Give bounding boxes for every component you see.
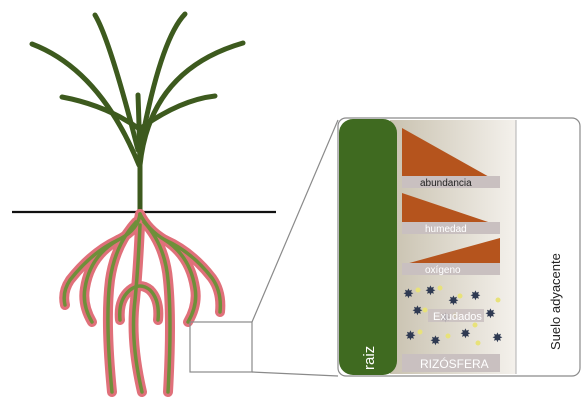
leaf: [95, 15, 138, 150]
leaf: [140, 43, 243, 165]
svg-text:✸: ✸: [425, 284, 436, 299]
zoom-source-box: [190, 322, 252, 372]
plant-roots: [64, 214, 220, 392]
oxygen-label: oxígeno: [425, 265, 461, 276]
svg-text:✸: ✸: [485, 307, 496, 322]
humidity-label: humedad: [425, 224, 467, 235]
svg-text:✸: ✸: [430, 334, 441, 349]
svg-text:✸: ✸: [492, 331, 503, 346]
adjacent-soil-label: Suelo adyacente: [548, 253, 563, 350]
svg-text:✸: ✸: [405, 329, 416, 344]
zoom-line-top: [252, 120, 338, 322]
abundance-label: abundancia: [420, 178, 472, 189]
root-label: raiz: [361, 346, 378, 370]
svg-text:✸: ✸: [460, 327, 471, 342]
svg-text:✸: ✸: [448, 294, 459, 309]
exudates-label: Exudados: [433, 311, 482, 323]
zoom-line-bottom: [252, 372, 338, 376]
svg-text:✸: ✸: [412, 304, 423, 319]
root-column: [339, 119, 397, 375]
svg-text:✸: ✸: [403, 287, 414, 302]
svg-text:✸: ✸: [470, 289, 481, 304]
plant-shoot: [32, 14, 243, 212]
rhizosphere-label: RIZÓSFERA: [420, 356, 489, 371]
